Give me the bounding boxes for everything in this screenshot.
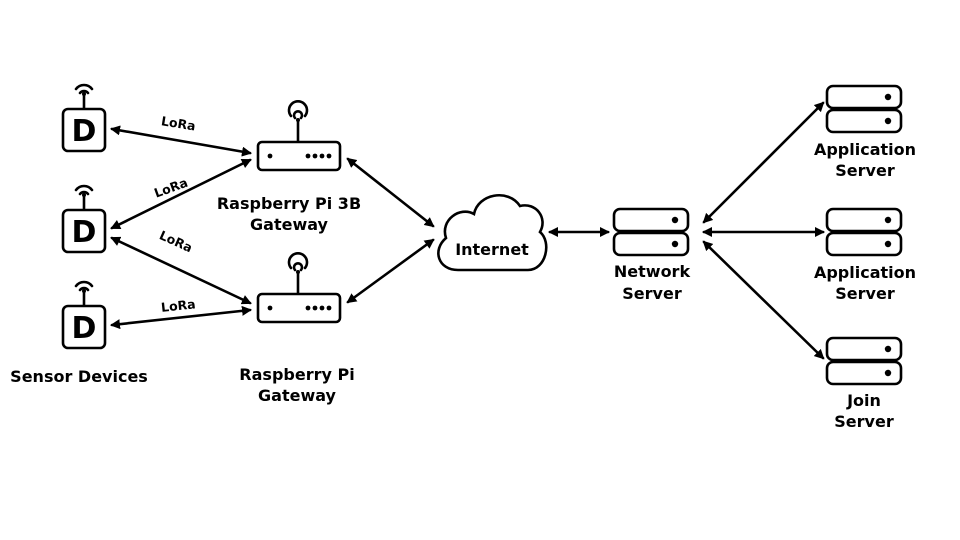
- application-server-1-label-line2: Server: [835, 161, 895, 180]
- link-device3-gateway: [110, 305, 252, 330]
- link-gateway3b-internet: [346, 157, 435, 228]
- server-icon: [825, 336, 903, 386]
- network-server-label-line1: Network: [614, 262, 691, 281]
- link-network-join: [702, 240, 825, 360]
- link-device2-gateway3b: [110, 158, 252, 230]
- gateway-router-icon: [256, 252, 342, 324]
- application-server-2: [825, 207, 903, 257]
- gateway-pi: [256, 252, 342, 324]
- lora-label-3: LoRa: [157, 227, 195, 255]
- join-server-label-line1: Join: [846, 391, 881, 410]
- gateway-3b-label-line1: Raspberry Pi 3B: [217, 194, 361, 213]
- network-server: [612, 207, 690, 257]
- application-server-2-label-line2: Server: [835, 284, 895, 303]
- link-device2-gateway: [110, 236, 252, 305]
- join-server: [825, 336, 903, 386]
- server-icon: [612, 207, 690, 257]
- link-device1-gateway3b: [110, 125, 252, 157]
- sensor-devices-label: Sensor Devices: [10, 367, 148, 386]
- cloud-icon: [437, 194, 548, 272]
- application-server-1: [825, 84, 903, 134]
- sensor-device-2: D: [61, 184, 107, 254]
- device-letter: D: [72, 114, 97, 149]
- lora-label-1: LoRa: [160, 113, 197, 133]
- link-network-app1: [702, 101, 825, 224]
- lora-label-4: LoRa: [160, 296, 196, 315]
- sensor-device-3: D: [61, 280, 107, 350]
- join-server-label-line2: Server: [834, 412, 894, 431]
- internet-label: Internet: [455, 240, 529, 259]
- server-icon: [825, 207, 903, 257]
- server-icon: [825, 84, 903, 134]
- lora-label-2: LoRa: [152, 175, 190, 201]
- gateway-label-line1: Raspberry Pi: [239, 365, 354, 384]
- gateway-router-icon: [256, 100, 342, 172]
- connectors: [110, 101, 825, 360]
- gateway-3b: [256, 100, 342, 172]
- device-letter: D: [72, 311, 97, 346]
- device-letter: D: [72, 215, 97, 250]
- sensor-device-1: D: [61, 83, 107, 153]
- internet-cloud: Internet: [437, 194, 548, 272]
- application-server-2-label-line1: Application: [814, 263, 916, 282]
- link-gateway-internet: [346, 238, 435, 304]
- application-server-1-label-line1: Application: [814, 140, 916, 159]
- network-server-label-line2: Server: [622, 284, 682, 303]
- gateway-3b-label-line2: Gateway: [250, 215, 329, 234]
- gateway-label-line2: Gateway: [258, 386, 337, 405]
